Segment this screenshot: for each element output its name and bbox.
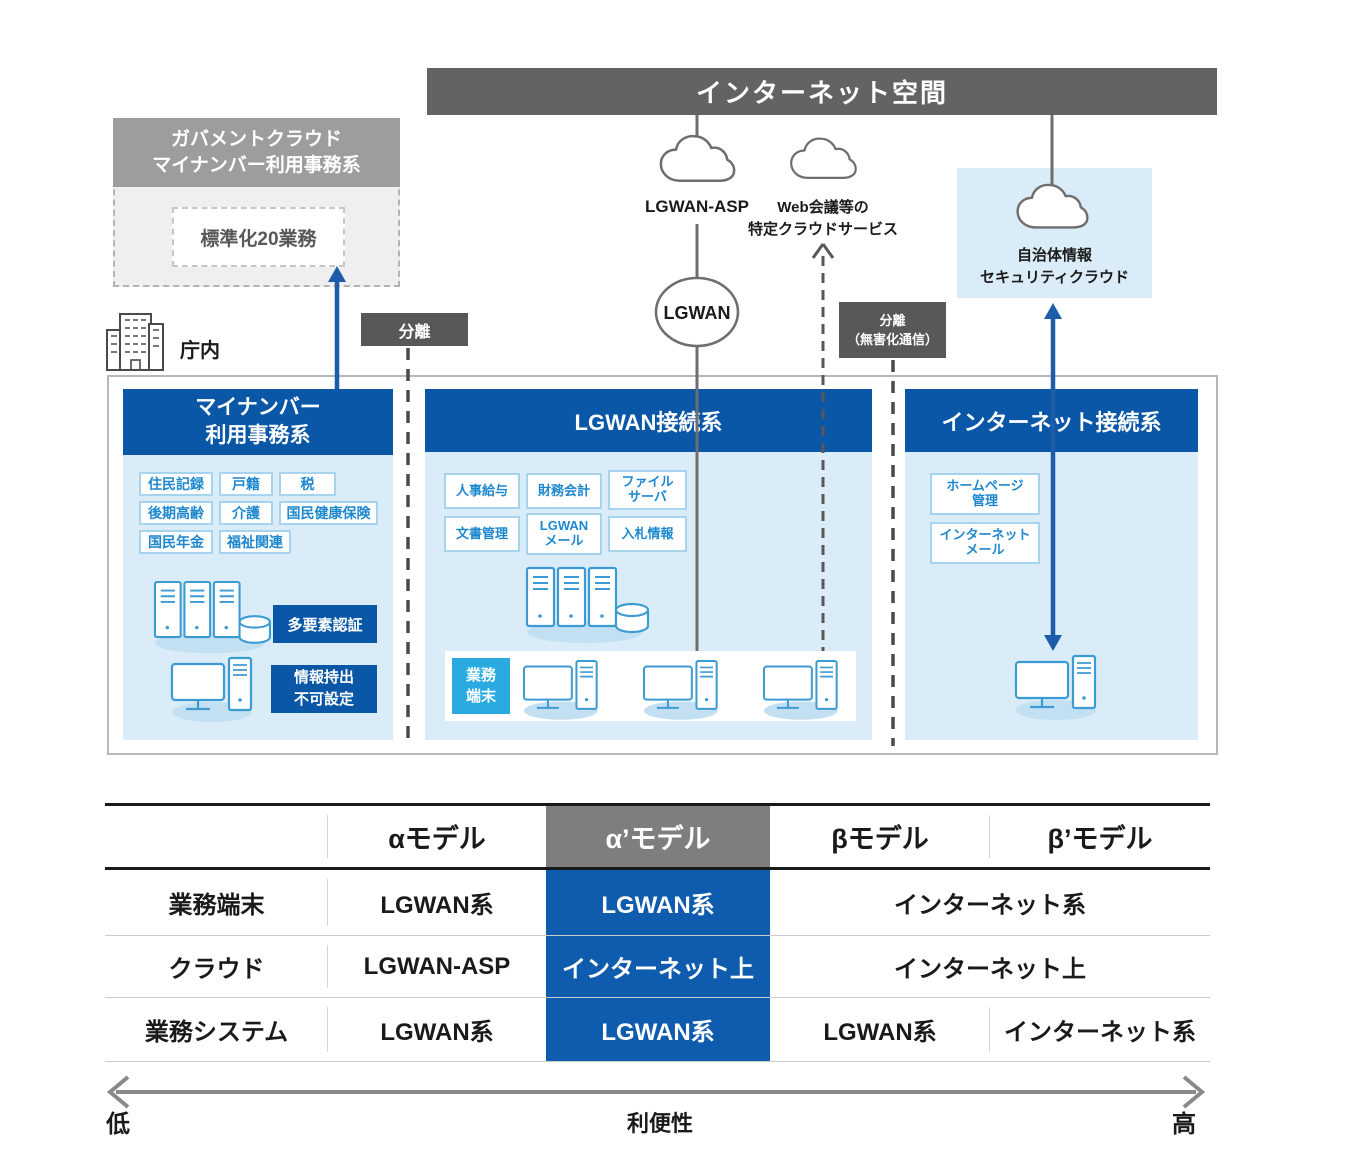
table-cell-highlight: LGWAN系 — [546, 870, 770, 936]
table-cell: LGWAN系 — [770, 998, 991, 1062]
on-premise-label: 庁内 — [180, 340, 220, 362]
chip-nursing-care: 介護 — [219, 501, 273, 525]
table-row-label: クラウド — [105, 936, 329, 998]
web-conference-cloud-icon — [790, 137, 857, 180]
security-cloud-label: 自治体情報 セキュリティクラウド — [979, 247, 1130, 286]
chip-welfare: 福祉関連 — [219, 530, 291, 554]
convenience-axis-arrow — [106, 1075, 1206, 1109]
chip-bid-information: 入札情報 — [608, 516, 687, 552]
web-conference-cloud-label: Web会議等の 特定クラウドサービス — [748, 199, 899, 238]
model-comparison-table: αモデル α’モデル βモデル β’モデル 業務端末 LGWAN系 LGWAN系… — [105, 803, 1210, 1062]
business-terminal-badge: 業務 端末 — [452, 658, 510, 714]
table-header-alpha-prime: α’モデル — [546, 806, 770, 870]
table-cell: LGWAN系 — [328, 998, 546, 1062]
chip-document-management: 文書管理 — [444, 516, 520, 552]
lgwan-zone-title: LGWAN接続系 — [425, 389, 872, 452]
separation-label-left: 分離 — [361, 313, 468, 346]
table-row-label: 業務端末 — [105, 870, 329, 936]
table-cell-highlight: インターネット上 — [546, 936, 770, 998]
standardized-20-services-chip: 標準化20業務 — [172, 207, 345, 267]
svg-text:LGWAN: LGWAN — [664, 303, 731, 323]
table-header-beta-prime: β’モデル — [990, 806, 1210, 870]
mynumber-zone-title: マイナンバー 利用事務系 — [123, 389, 393, 455]
chip-tax: 税 — [279, 472, 336, 496]
lgwan-node: LGWAN — [654, 276, 740, 348]
chip-hr-payroll: 人事給与 — [444, 473, 520, 509]
chip-family-register: 戸籍 — [219, 472, 273, 496]
mfa-badge: 多要素認証 — [273, 605, 377, 643]
separation-label-sanitized: 分離 （無害化通信） — [839, 302, 946, 358]
chip-national-health-insurance: 国民健康保険 — [279, 501, 378, 525]
government-cloud-title: ガバメントクラウド マイナンバー利用事務系 — [113, 118, 400, 187]
axis-label-low: 低 — [106, 1111, 130, 1138]
table-cell-merged: インターネット上 — [770, 936, 1210, 998]
lgwan-asp-label: LGWAN-ASP — [645, 197, 749, 216]
no-data-export-badge: 情報持出 不可設定 — [271, 665, 377, 713]
chip-internet-mail: インターネット メール — [930, 522, 1040, 564]
chip-file-server: ファイル サーバ — [608, 470, 687, 510]
internet-zone-title: インターネット接続系 — [905, 389, 1198, 452]
table-header-empty — [105, 806, 329, 870]
table-header-beta: βモデル — [770, 806, 991, 870]
table-cell: LGWAN系 — [328, 870, 546, 936]
chip-national-pension: 国民年金 — [139, 530, 213, 554]
table-cell: LGWAN-ASP — [328, 936, 546, 998]
building-icon — [106, 313, 164, 371]
table-header-alpha: αモデル — [328, 806, 546, 870]
table-cell-merged: インターネット系 — [770, 870, 1210, 936]
chip-lgwan-mail: LGWAN メール — [526, 513, 602, 555]
table-row-label: 業務システム — [105, 998, 329, 1062]
internet-space-banner: インターネット空間 — [427, 68, 1217, 115]
chip-homepage-management: ホームページ 管理 — [930, 473, 1040, 515]
axis-label-convenience: 利便性 — [626, 1111, 693, 1136]
table-cell-highlight: LGWAN系 — [546, 998, 770, 1062]
chip-finance-accounting: 財務会計 — [526, 473, 602, 509]
table-cell: インターネット系 — [990, 998, 1210, 1062]
lgwan-asp-cloud-icon — [659, 134, 736, 182]
chip-late-elderly: 後期高齢 — [139, 501, 213, 525]
chip-resident-record: 住民記録 — [139, 472, 213, 496]
axis-label-high: 高 — [1172, 1111, 1196, 1138]
